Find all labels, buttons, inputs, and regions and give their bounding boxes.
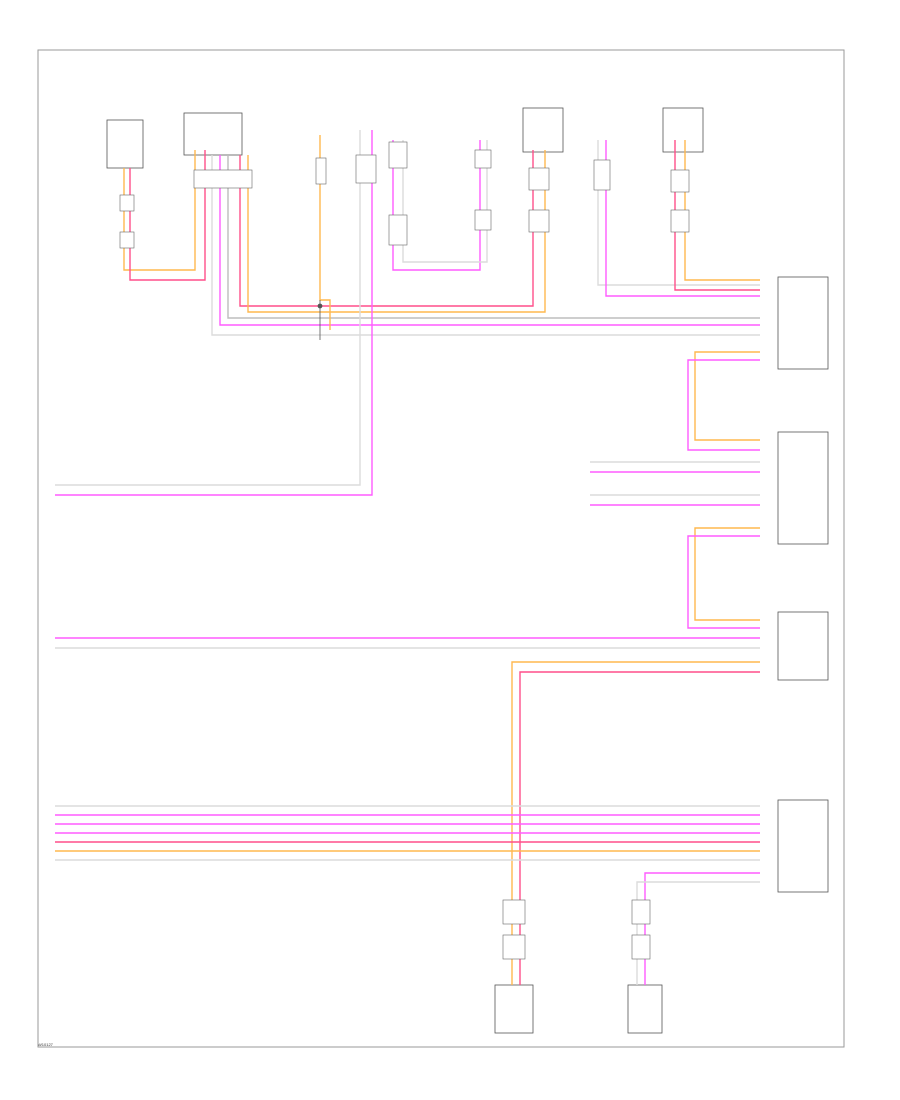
plug <box>528 167 550 191</box>
wire <box>55 130 373 496</box>
module-bottom-1 <box>494 984 534 1034</box>
wires <box>55 130 760 985</box>
wire <box>211 155 760 336</box>
connector-box-4 <box>522 107 564 153</box>
splice-point <box>317 303 323 309</box>
module-1 <box>777 276 829 370</box>
wire <box>55 130 361 486</box>
plug <box>315 157 327 185</box>
wire <box>519 671 760 985</box>
plug <box>631 899 651 925</box>
wire <box>687 535 760 629</box>
plug <box>119 231 135 249</box>
plug <box>528 209 550 233</box>
module-3 <box>777 611 829 681</box>
plug <box>388 214 408 246</box>
wire <box>605 140 760 297</box>
plug <box>193 169 253 189</box>
plug <box>631 934 651 960</box>
module-bottom-2 <box>627 984 663 1034</box>
wire <box>392 140 481 271</box>
diagram-frame <box>37 49 845 1048</box>
wire <box>687 359 760 451</box>
plug <box>593 159 611 191</box>
wire <box>129 150 206 281</box>
plug <box>502 899 526 925</box>
wire <box>684 140 760 281</box>
wire <box>219 155 760 326</box>
plug <box>670 169 690 193</box>
plug <box>388 141 408 169</box>
wire <box>694 527 760 621</box>
plug <box>474 209 492 231</box>
connector-box-6 <box>662 107 704 153</box>
wire <box>227 155 760 319</box>
top-connectors <box>106 107 704 169</box>
wire <box>694 351 760 441</box>
plug <box>474 149 492 169</box>
module-2 <box>777 431 829 545</box>
wire-plugs <box>119 141 690 960</box>
wire <box>644 872 760 985</box>
plug <box>670 209 690 233</box>
page-code: W10127 <box>38 1042 53 1047</box>
plug <box>355 154 377 184</box>
wire <box>511 661 760 985</box>
modules <box>494 276 829 1034</box>
connector-box-1 <box>106 119 144 169</box>
wire <box>402 140 488 263</box>
plug <box>502 934 526 960</box>
wire <box>636 881 760 985</box>
plug <box>119 194 135 212</box>
wire <box>123 150 196 271</box>
module-4 <box>777 799 829 893</box>
wire <box>319 135 331 330</box>
splice <box>317 300 323 340</box>
connector-box-2 <box>183 112 243 156</box>
